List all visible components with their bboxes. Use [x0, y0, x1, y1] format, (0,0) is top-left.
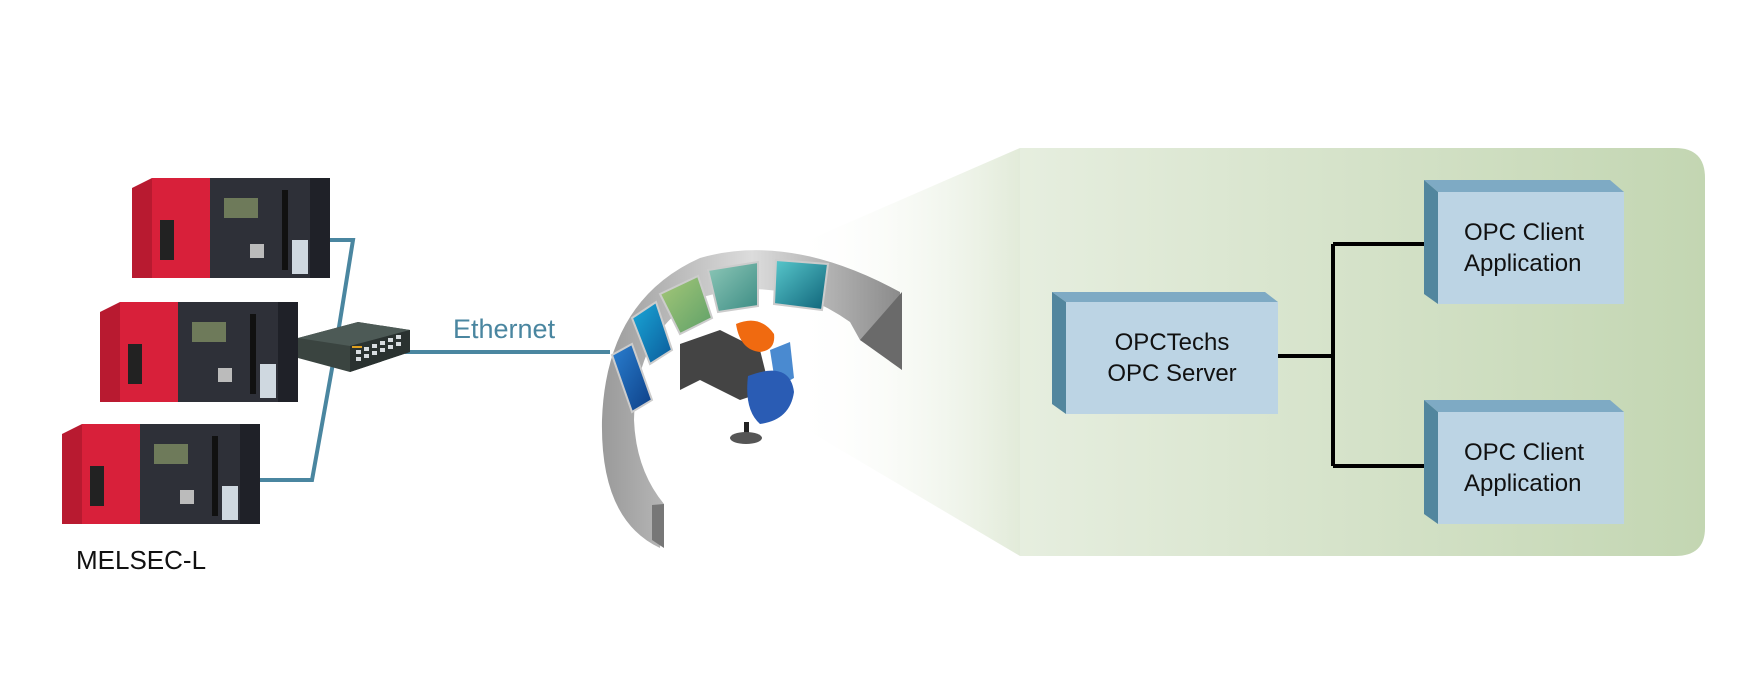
plc-unit-2 [100, 302, 298, 402]
opc-client-2-line2: Application [1464, 470, 1582, 497]
opc-client-box-2 [1424, 400, 1624, 524]
plc-unit-1 [132, 178, 330, 278]
opc-client-1-line2: Application [1464, 250, 1582, 277]
opc-server-label: OPCTechs OPC Server [1066, 302, 1278, 414]
opc-server-line2: OPC Server [1107, 360, 1237, 387]
opc-client-1-label: OPC Client Application [1464, 192, 1624, 304]
opc-server-line1: OPCTechs [1114, 329, 1230, 356]
ethernet-label: Ethernet [453, 314, 556, 344]
plc-group-label: MELSEC-L [76, 545, 207, 575]
opc-client-1-line1: OPC Client [1464, 219, 1585, 246]
opc-client-2-line1: OPC Client [1464, 439, 1585, 466]
panel-beam [790, 148, 1020, 556]
plc-unit-3 [62, 424, 260, 524]
control-room-console-icon [601, 250, 902, 549]
opc-server-box [1052, 292, 1278, 414]
link-plc-3 [237, 351, 337, 482]
network-switch-icon [298, 322, 410, 372]
opc-client-box-1 [1424, 180, 1624, 304]
server-client-links [1278, 242, 1424, 468]
opc-client-2-label: OPC Client Application [1464, 412, 1624, 524]
